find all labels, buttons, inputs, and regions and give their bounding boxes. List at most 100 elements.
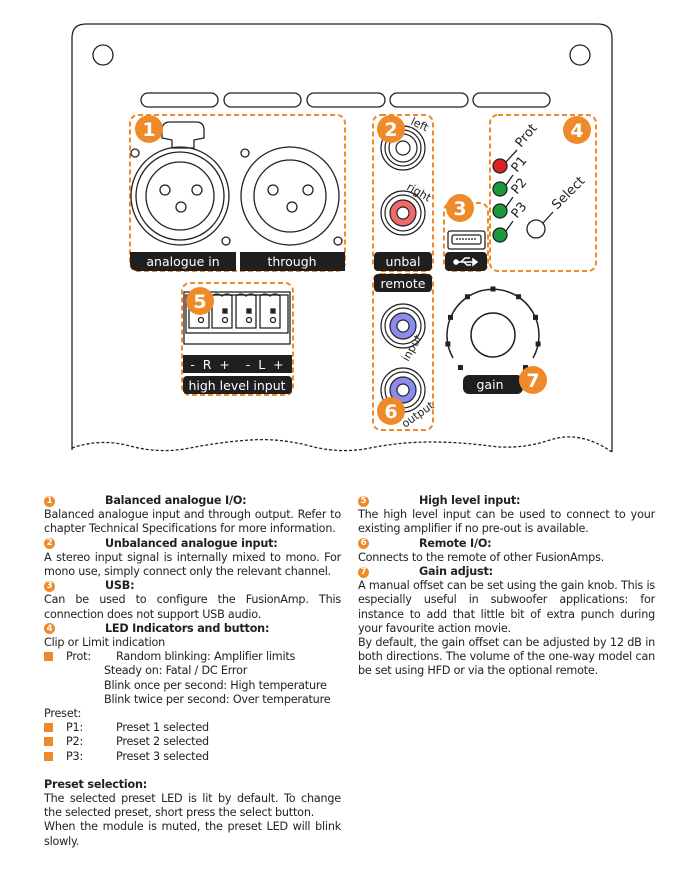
prot-line: Steady on: Fatal / DC Error — [104, 664, 248, 678]
gain-tick — [532, 314, 538, 320]
prot-line: Random blinking: Amplifier limits — [116, 650, 296, 664]
prot-line: Blink once per second: High temperature — [104, 678, 327, 692]
section-title: Gain adjust: — [419, 564, 493, 578]
svg-text:5: 5 — [193, 291, 206, 313]
label-left: left — [409, 115, 431, 135]
section-title: USB: — [105, 579, 135, 593]
label-bar-gain — [463, 375, 523, 394]
svg-text:6: 6 — [384, 401, 397, 423]
rca-right[interactable] — [380, 190, 426, 236]
section-body: Balanced analogue input and through outp… — [44, 508, 341, 536]
label-p1: P1 — [509, 154, 531, 176]
section-body: By default, the gain offset can be adjus… — [358, 635, 655, 678]
gain-tick — [445, 341, 451, 347]
mount-hole — [569, 44, 591, 66]
usb-symbol-icon — [453, 257, 479, 267]
group-box-5 — [181, 282, 294, 396]
group-box-3 — [443, 202, 489, 272]
gain-tick — [464, 294, 470, 300]
section-body: A manual offset can be set using the gai… — [358, 579, 655, 635]
label-gain: gain — [477, 377, 504, 392]
gain-tick — [490, 286, 496, 292]
preset-label: Preset: — [44, 706, 82, 720]
svg-text:1: 1 — [142, 119, 155, 141]
section-title: LED Indicators and button: — [105, 621, 270, 635]
high-level-terminal-block[interactable] — [183, 291, 291, 345]
usb-port[interactable] — [447, 230, 486, 250]
panel-outline — [71, 23, 613, 452]
gain-tick — [448, 314, 454, 320]
label-remote: remote — [381, 276, 426, 291]
preset-row: P3: Preset 3 selected — [44, 750, 341, 764]
prot-row: Prot: Random blinking: Amplifier limits — [44, 650, 341, 664]
label-analogue-in: analogue in — [146, 254, 219, 269]
label-bar-remote — [374, 274, 432, 292]
badge-3: 3 — [446, 194, 474, 222]
preset-text: Preset 3 selected — [116, 749, 209, 763]
gain-knob[interactable] — [445, 286, 541, 371]
preset-key: P2: — [66, 735, 84, 749]
rca-remote-output[interactable] — [380, 367, 426, 413]
section-number: 1 — [44, 495, 55, 507]
prot-line: Blink twice per second: Over temperature — [104, 692, 331, 706]
label-p3: P3 — [509, 200, 531, 222]
section-title: Balanced analogue I/O: — [105, 494, 247, 507]
prot-key: Prot: — [66, 650, 91, 664]
label-bar-terminals — [183, 355, 292, 373]
bullet-square-icon — [44, 751, 53, 761]
label-unbal: unbal — [386, 254, 421, 269]
label-bar-high-level — [183, 376, 292, 394]
led-p2 — [492, 203, 508, 219]
vent-slot — [140, 92, 219, 108]
section-body: A stereo input signal is internally mixe… — [44, 550, 341, 578]
xlr-analogue-in[interactable] — [130, 121, 231, 246]
led-prot — [492, 158, 508, 174]
xlr-through[interactable] — [240, 146, 343, 246]
preset-row: P1: Preset 1 selected — [44, 721, 341, 735]
label-terminals: - R + - L + — [190, 357, 283, 372]
preset-key: P1: — [66, 721, 84, 735]
section-title: High level input: — [419, 494, 521, 507]
section-title: Remote I/O: — [419, 536, 492, 550]
left-column: 1 Balanced analogue I/O: Balanced analogu… — [44, 494, 341, 849]
group-box-1 — [129, 114, 346, 272]
label-high-level-input: high level input — [188, 378, 285, 393]
vent-slot — [223, 92, 302, 108]
label-select: Select — [549, 174, 588, 213]
badge-5: 5 — [186, 287, 214, 315]
preset-text: Preset 2 selected — [116, 735, 209, 749]
svg-text:3: 3 — [453, 198, 466, 220]
section-body: The high level input can be used to conn… — [358, 508, 655, 536]
preset-key: P3: — [66, 749, 84, 763]
bullet-square-icon — [44, 723, 53, 733]
select-button[interactable] — [526, 219, 546, 239]
section-title: Unbalanced analogue input: — [105, 536, 278, 550]
label-through: through — [267, 254, 316, 269]
label-bar-through — [240, 252, 345, 271]
rca-remote-input[interactable] — [380, 303, 426, 349]
svg-text:4: 4 — [570, 120, 583, 142]
bullet-square-icon — [44, 737, 53, 747]
gain-tick — [523, 365, 529, 371]
badge-2: 2 — [377, 115, 405, 143]
panel-tear-edge — [71, 436, 613, 453]
led-p3 — [492, 227, 508, 243]
section-number: 5 — [358, 495, 369, 507]
preset-row: P2: Preset 2 selected — [44, 735, 341, 749]
svg-text:7: 7 — [526, 370, 539, 392]
mount-hole — [92, 44, 114, 66]
vent-slot — [306, 92, 386, 108]
vent-slot — [389, 92, 469, 108]
muted-body: When the module is muted, the preset LED… — [44, 820, 341, 848]
led-intro: Clip or Limit indication — [44, 635, 166, 649]
led-p1 — [492, 181, 508, 197]
section-number: 4 — [44, 623, 55, 635]
preset-text: Preset 1 selected — [116, 721, 209, 735]
preset-selection-body: The selected preset LED is lit by defaul… — [44, 791, 341, 820]
section-number: 2 — [44, 538, 55, 550]
badge-1: 1 — [135, 115, 163, 143]
vent-slot — [472, 92, 551, 108]
section-body: Can be used to configure the FusionAmp. … — [44, 593, 341, 621]
bullet-square-icon — [44, 652, 53, 662]
label-prot: Prot — [513, 121, 541, 150]
